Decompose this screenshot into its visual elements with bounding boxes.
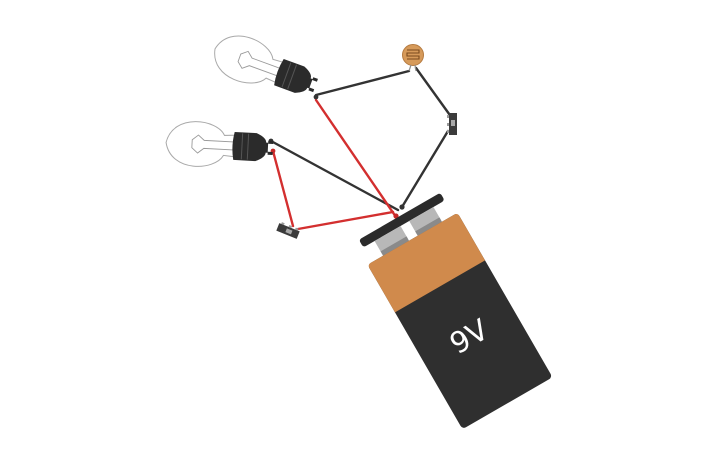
wire-node: [313, 94, 319, 100]
wire-black-photoresistor-switch[interactable]: [414, 66, 454, 120]
switch-bottom[interactable]: [276, 221, 300, 239]
bulb-terminal: [268, 140, 274, 144]
switch-pin: [447, 130, 449, 133]
bulb-left[interactable]: [165, 120, 274, 170]
battery-terminal-negative: [374, 226, 409, 254]
bulb-terminal: [267, 151, 273, 155]
bulb-base-thread: [281, 62, 292, 88]
wire-node: [399, 204, 405, 210]
battery-terminal-positive-ring: [415, 217, 442, 236]
battery-terminal-negative-ring: [380, 236, 410, 256]
bulb-base: [274, 59, 313, 93]
switch-lever[interactable]: [285, 228, 293, 235]
bulb-glass: [214, 35, 288, 85]
wires: [268, 66, 454, 231]
bulb-base-thread: [246, 133, 250, 160]
wire-black-leftbulb-battery[interactable]: [269, 139, 400, 212]
switch-pin: [295, 227, 299, 231]
switch-lever[interactable]: [451, 120, 455, 126]
wire-black-topbulb-photoresistor[interactable]: [314, 69, 411, 97]
bulb-base-thread: [240, 133, 244, 160]
photoresistor-lead: [414, 64, 417, 72]
wire-red-leftbulb-switch[interactable]: [271, 149, 295, 228]
wire-red-switch-battery[interactable]: [296, 210, 395, 231]
wire-black-switch-battery[interactable]: [400, 129, 450, 209]
switch-pin: [447, 115, 449, 118]
photoresistor-track: [406, 49, 420, 60]
bulb-base: [232, 131, 269, 162]
bulb-glass: [165, 121, 240, 167]
bulb-terminal: [312, 77, 318, 82]
wire-red-topbulb-battery[interactable]: [314, 98, 398, 219]
switch-pin: [281, 222, 285, 226]
battery-snap-cap: [359, 193, 444, 247]
wire-node: [393, 213, 399, 219]
photoresistor-body: [402, 44, 424, 66]
bulb-base-thread: [287, 64, 297, 90]
switch-right[interactable]: [447, 113, 457, 135]
bulb-filament: [191, 134, 239, 154]
bulb-top[interactable]: [207, 28, 323, 107]
photoresistor-lead: [408, 64, 412, 72]
battery-top-band: [368, 213, 486, 313]
bulb-filament: [237, 50, 285, 78]
switch-pin: [288, 225, 293, 229]
battery-9v[interactable]: 9V: [354, 190, 552, 429]
photoresistor[interactable]: [402, 44, 424, 72]
switch-pin: [447, 123, 449, 126]
battery-terminal-positive: [409, 207, 441, 234]
bulb-terminal: [308, 87, 315, 93]
